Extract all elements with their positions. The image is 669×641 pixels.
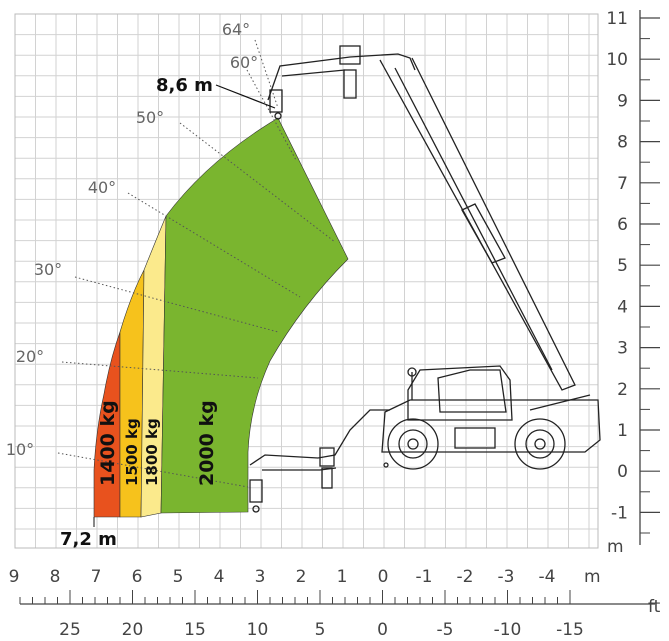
y-tick-label: 0 <box>617 462 628 482</box>
x-tick-label: 6 <box>132 567 143 587</box>
telehandler <box>249 45 601 513</box>
y-tick-label: 3 <box>617 339 628 359</box>
zone-2000 <box>160 117 349 514</box>
ft-tick-label: -5 <box>437 620 454 640</box>
x-tick-label: 4 <box>214 567 225 587</box>
y-tick-label: 9 <box>617 91 628 111</box>
max-reach-label: 7,2 m <box>60 529 117 550</box>
x-tick-label: 7 <box>91 567 102 587</box>
max-height-label: 8,6 m <box>156 75 213 96</box>
ft-axis: 25 20 15 10 5 0 -5 -10 -15 <box>19 590 655 640</box>
x-tick-label: 0 <box>378 567 389 587</box>
y-tick-label: -1 <box>611 503 628 523</box>
x-tick-label: -3 <box>498 567 515 587</box>
y-tick-label: 10 <box>606 50 628 70</box>
ft-tick-label: 10 <box>247 620 269 640</box>
x-axis: 9 8 7 6 5 4 3 2 1 0 -1 -2 -3 -4 <box>9 567 556 587</box>
x-tick-label: -2 <box>457 567 474 587</box>
angle-label: 10° <box>6 440 34 459</box>
y-tick-label: 4 <box>617 297 628 317</box>
ft-tick-label: 0 <box>377 620 388 640</box>
y-tick-label: 8 <box>617 133 628 153</box>
load-zones <box>93 117 349 518</box>
x-tick-label: 2 <box>296 567 307 587</box>
angle-labels: 64° 60° 50° 40° 30° 20° 10° <box>6 20 258 459</box>
ft-tick-label: -10 <box>494 620 522 640</box>
angle-label: 40° <box>88 178 116 197</box>
zone-label-2000: 2000 kg <box>196 400 218 486</box>
zone-label-1400: 1400 kg <box>97 400 119 486</box>
angle-label: 60° <box>230 53 258 72</box>
y-tick-label: 2 <box>617 380 628 400</box>
y-unit-label: m <box>607 537 624 557</box>
x-tick-label: 9 <box>9 567 20 587</box>
y-tick-label: 5 <box>617 256 628 276</box>
x-tick-label: 5 <box>173 567 184 587</box>
zone-label-1800: 1800 kg <box>143 418 161 486</box>
angle-label: 50° <box>136 108 164 127</box>
ft-unit-label: ft <box>648 597 661 617</box>
x-tick-label: -4 <box>539 567 556 587</box>
ft-tick-label: 25 <box>59 620 81 640</box>
x-tick-label: -1 <box>416 567 433 587</box>
x-tick-label: 1 <box>337 567 348 587</box>
x-tick-label: 3 <box>255 567 266 587</box>
angle-label: 20° <box>16 347 44 366</box>
angle-label: 64° <box>222 20 250 39</box>
ft-tick-label: 20 <box>122 620 144 640</box>
y-tick-label: 11 <box>606 9 628 29</box>
x-unit-label: m <box>584 567 601 587</box>
y-tick-label: 1 <box>617 421 628 441</box>
ft-tick-label: -15 <box>556 620 584 640</box>
angle-lines <box>57 39 336 488</box>
zone-label-1500: 1500 kg <box>123 418 141 486</box>
y-tick-label: 6 <box>617 215 628 235</box>
ft-tick-label: 15 <box>184 620 206 640</box>
ft-tick-label: 5 <box>315 620 326 640</box>
x-tick-label: 8 <box>50 567 61 587</box>
angle-label: 30° <box>34 260 62 279</box>
y-tick-label: 7 <box>617 174 628 194</box>
zone-1400 <box>93 331 121 518</box>
